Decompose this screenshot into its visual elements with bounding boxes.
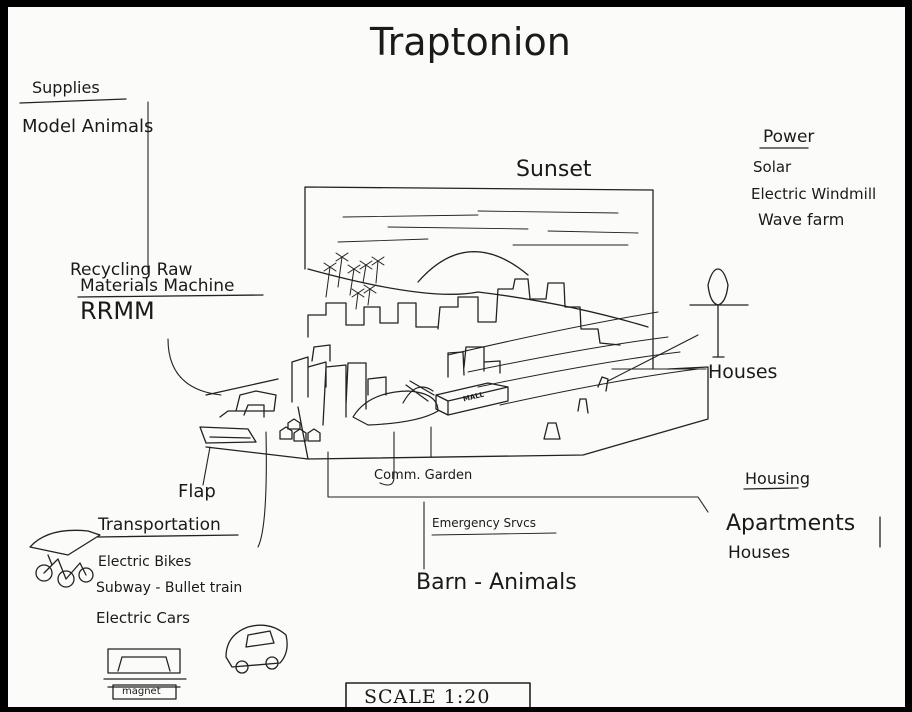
- apartment-towers: [291, 344, 367, 426]
- emergency-underline: [431, 532, 557, 536]
- bike-drawing: [29, 529, 101, 588]
- maglev-drawing: [103, 648, 187, 688]
- power-item-solar: Solar: [753, 158, 792, 176]
- skyline-right: [437, 278, 621, 346]
- supplies-item: Model Animals: [22, 116, 154, 137]
- page-title: Traptonion: [370, 20, 571, 64]
- road-lines: [447, 311, 699, 406]
- transportation-underline: [97, 534, 239, 538]
- supplies-underline: [19, 98, 127, 104]
- car-drawing: [225, 624, 288, 674]
- rrmm-line2: Materials Machine: [80, 276, 235, 296]
- flap-area: [199, 426, 257, 444]
- palm-trees: [323, 252, 385, 310]
- sun: [417, 251, 529, 283]
- power-item-wavefarm: Wave farm: [758, 210, 845, 229]
- transport-item-subway: Subway - Bullet train: [96, 580, 243, 596]
- magnet-box: [112, 684, 177, 700]
- rrmm-underline: [77, 294, 264, 298]
- backdrop-board: [304, 186, 654, 370]
- transport-item-bikes: Electric Bikes: [98, 554, 192, 570]
- housing-item-apartments: Apartments: [726, 511, 856, 536]
- rrmm-line1: Recycling Raw: [70, 260, 193, 280]
- housing-item-houses: Houses: [728, 543, 791, 563]
- leader-lines: [147, 101, 709, 570]
- emergency-label: Emergency Srvcs: [432, 516, 536, 530]
- housing-heading: Housing: [745, 469, 811, 488]
- flap-label: Flap: [178, 481, 216, 502]
- center-buildings: [447, 346, 501, 378]
- rrmm-abbr: RRMM: [80, 297, 155, 325]
- sky-lines: [337, 210, 639, 246]
- small-houses: [279, 418, 321, 442]
- sketch-drawing: [19, 98, 881, 707]
- magnet-label: magnet: [122, 686, 161, 697]
- scale-box: [345, 682, 531, 707]
- power-item-windmill: Electric Windmill: [751, 185, 877, 203]
- garden-dome: [352, 380, 439, 426]
- housing-underline: [743, 487, 799, 490]
- comm-garden-label: Comm. Garden: [374, 468, 473, 483]
- lamp-post: [689, 268, 749, 358]
- houses-right-label: Houses: [708, 361, 778, 383]
- mall-building: [435, 382, 509, 416]
- right-objects: [543, 376, 609, 440]
- transportation-heading: Transportation: [98, 515, 221, 535]
- rrmm-structures: [219, 390, 277, 418]
- barn-label: Barn - Animals: [416, 570, 577, 595]
- base-platform: [205, 366, 709, 460]
- skyline-left: [307, 302, 439, 338]
- block-left: [367, 376, 387, 396]
- sketch-sheet: Traptonion Supplies Model Animals Sunset…: [8, 7, 905, 707]
- transport-item-cars: Electric Cars: [96, 609, 190, 627]
- sunset-label: Sunset: [516, 157, 592, 182]
- supplies-heading: Supplies: [32, 78, 100, 97]
- power-heading: Power: [763, 127, 815, 147]
- scale-label: SCALE 1:20: [364, 686, 491, 707]
